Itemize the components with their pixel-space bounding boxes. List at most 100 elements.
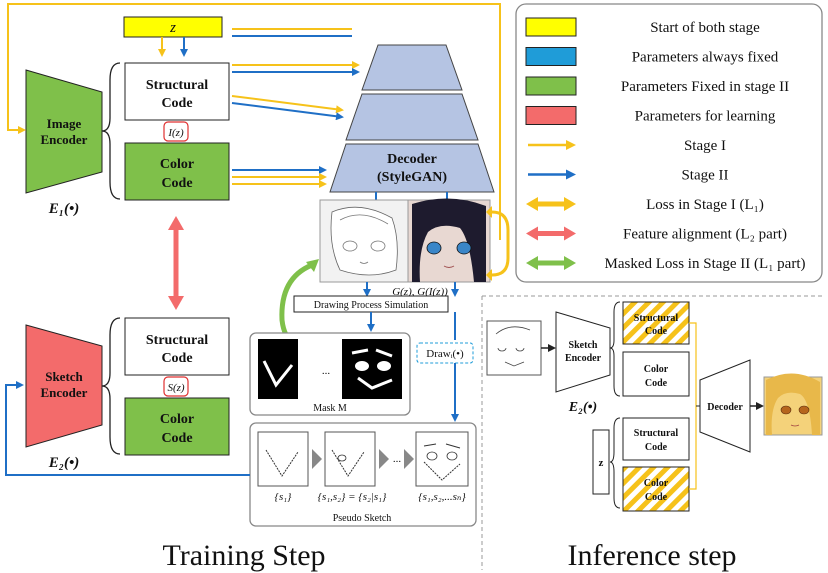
output-caption: G(z), G(I(z)) [392,286,448,298]
inference-sketch-encoder [555,311,611,393]
inference-z-box [592,429,610,495]
svg-text:Code: Code [161,351,192,366]
legend-swatch [525,76,577,96]
svg-text:Encoder: Encoder [41,385,88,400]
training-step-title: Training Step [162,539,325,572]
legend-label: Masked Loss in Stage II (L₁ part) [604,256,805,272]
inference-structural-code-2 [622,417,690,461]
decoder-stylegan: Decoder (StyleGAN) [329,44,495,193]
decoder-line2: (StyleGAN) [377,170,447,185]
legend-arrow-head [566,140,576,150]
svg-text:Structural: Structural [146,333,208,348]
svg-text:Encoder: Encoder [565,353,602,364]
legend-item: Masked Loss in Stage II (L₁ part) [526,256,806,272]
svg-text:Code: Code [645,326,668,337]
legend-double-head-right [564,197,576,211]
image-encoder-line1: Image [47,116,82,131]
inference-decoder [699,359,751,453]
sketch-encoder-func: E₂(•) [48,455,79,471]
svg-text:Sketch: Sketch [45,369,83,384]
legend-arrow-head [566,169,576,180]
legend-item: Parameters Fixed in stage II [525,76,789,96]
top-mid-code: I(z) [163,121,189,142]
inference-step-title: Inference step [567,539,736,572]
mask-label: Mask M [313,403,347,414]
legend-label: Stage I [684,138,726,154]
legend-label: Start of both stage [650,20,760,36]
legend-swatch [525,17,577,37]
legend-item: Loss in Stage I (L₁) [526,197,764,213]
svg-text:Decoder: Decoder [707,402,743,413]
svg-text:Color: Color [644,478,669,489]
inference-output-image [763,373,823,436]
legend-label: Parameters Fixed in stage II [621,79,789,95]
code-to-decoder-arrows [231,61,360,188]
image-encoder: Image Encoder [25,69,103,194]
legend-label: Feature alignment (L₂ part) [623,227,787,243]
svg-text:Code: Code [645,442,668,453]
bottom-color-code: Color Code [124,397,230,456]
legend-double-head-left [526,197,538,211]
inference-structural-code-hatched [622,301,690,345]
inference-input-sketch [486,320,542,376]
top-color-code: Color Code [124,142,230,201]
svg-text:Color: Color [160,412,194,427]
bottom-mid-code: S(z) [163,376,189,397]
drawing-process-simulation: Drawing Process Simulation [293,295,449,313]
svg-text:Code: Code [645,378,668,389]
draw-function: Drawᵢ(•) [416,342,474,364]
z-label: z [169,20,176,36]
bottom-brace [101,317,121,455]
feature-alignment-arrow [168,216,184,310]
legend-swatch [525,47,577,66]
legend-double-head-left [526,226,538,241]
image-encoder-line2: Encoder [41,132,88,147]
inference-panel: Sketch Encoder E₂(•) Structural Code Col… [486,301,823,512]
legend-double-head-right [564,256,576,270]
decoder-line1: Decoder [387,152,437,167]
legend-item: Feature alignment (L₂ part) [526,226,787,243]
svg-text:Code: Code [645,492,668,503]
legend-double-head-left [526,256,538,270]
svg-text:S(z): S(z) [167,382,184,394]
z-input-box: z [123,16,223,38]
svg-text:{s₁,s₂} = {s₂|s₁}: {s₁,s₂} = {s₂|s₁} [318,491,387,503]
legend-label: Stage II [681,168,728,184]
svg-text:Color: Color [644,364,669,375]
svg-text:Drawing Process Simulation: Drawing Process Simulation [314,300,428,311]
svg-text:Color: Color [160,157,194,172]
pseudo-sketch-label: Pseudo Sketch [333,513,392,524]
pseudo-sketch-group: ... {s₁} {s₁,s₂} = {s₂|s₁} {s₁,s₂,...sₙ}… [249,422,477,527]
bottom-structural-code: Structural Code [124,317,230,376]
legend-label: Loss in Stage I (L₁) [646,197,764,213]
legend-item: Start of both stage [525,17,760,37]
output-color-image [407,198,491,283]
svg-text:Code: Code [161,176,192,191]
svg-text:Code: Code [161,431,192,446]
svg-text:{s₁,s₂,...sₙ}: {s₁,s₂,...sₙ} [418,491,466,503]
legend-swatch [525,106,577,125]
svg-text:...: ... [393,453,402,465]
output-sketch-image [319,199,409,283]
legend-double-head-right [564,226,576,241]
svg-text:Structural: Structural [634,313,679,324]
legend-label: Parameters for learning [635,109,776,125]
svg-text:{s₁}: {s₁} [275,491,293,503]
sketch-encoder: Sketch Encoder [25,324,103,448]
loss-stage1-bracket [486,206,510,281]
svg-text:Code: Code [161,96,192,111]
inference-color-code [622,351,690,397]
svg-text:Drawᵢ(•): Drawᵢ(•) [426,348,464,360]
legend-item: Stage II [528,168,729,184]
legend-item: Parameters for learning [525,106,776,125]
svg-text:Structural: Structural [146,78,208,93]
image-encoder-func: E₁(•) [48,201,79,217]
svg-text:I(z): I(z) [167,127,184,139]
top-brace [101,62,121,200]
inference-color-code-hatched [622,466,690,512]
legend-item: Stage I [528,138,726,154]
pseudo-to-encoder-arrow [5,381,250,476]
top-structural-code: Structural Code [124,62,230,121]
